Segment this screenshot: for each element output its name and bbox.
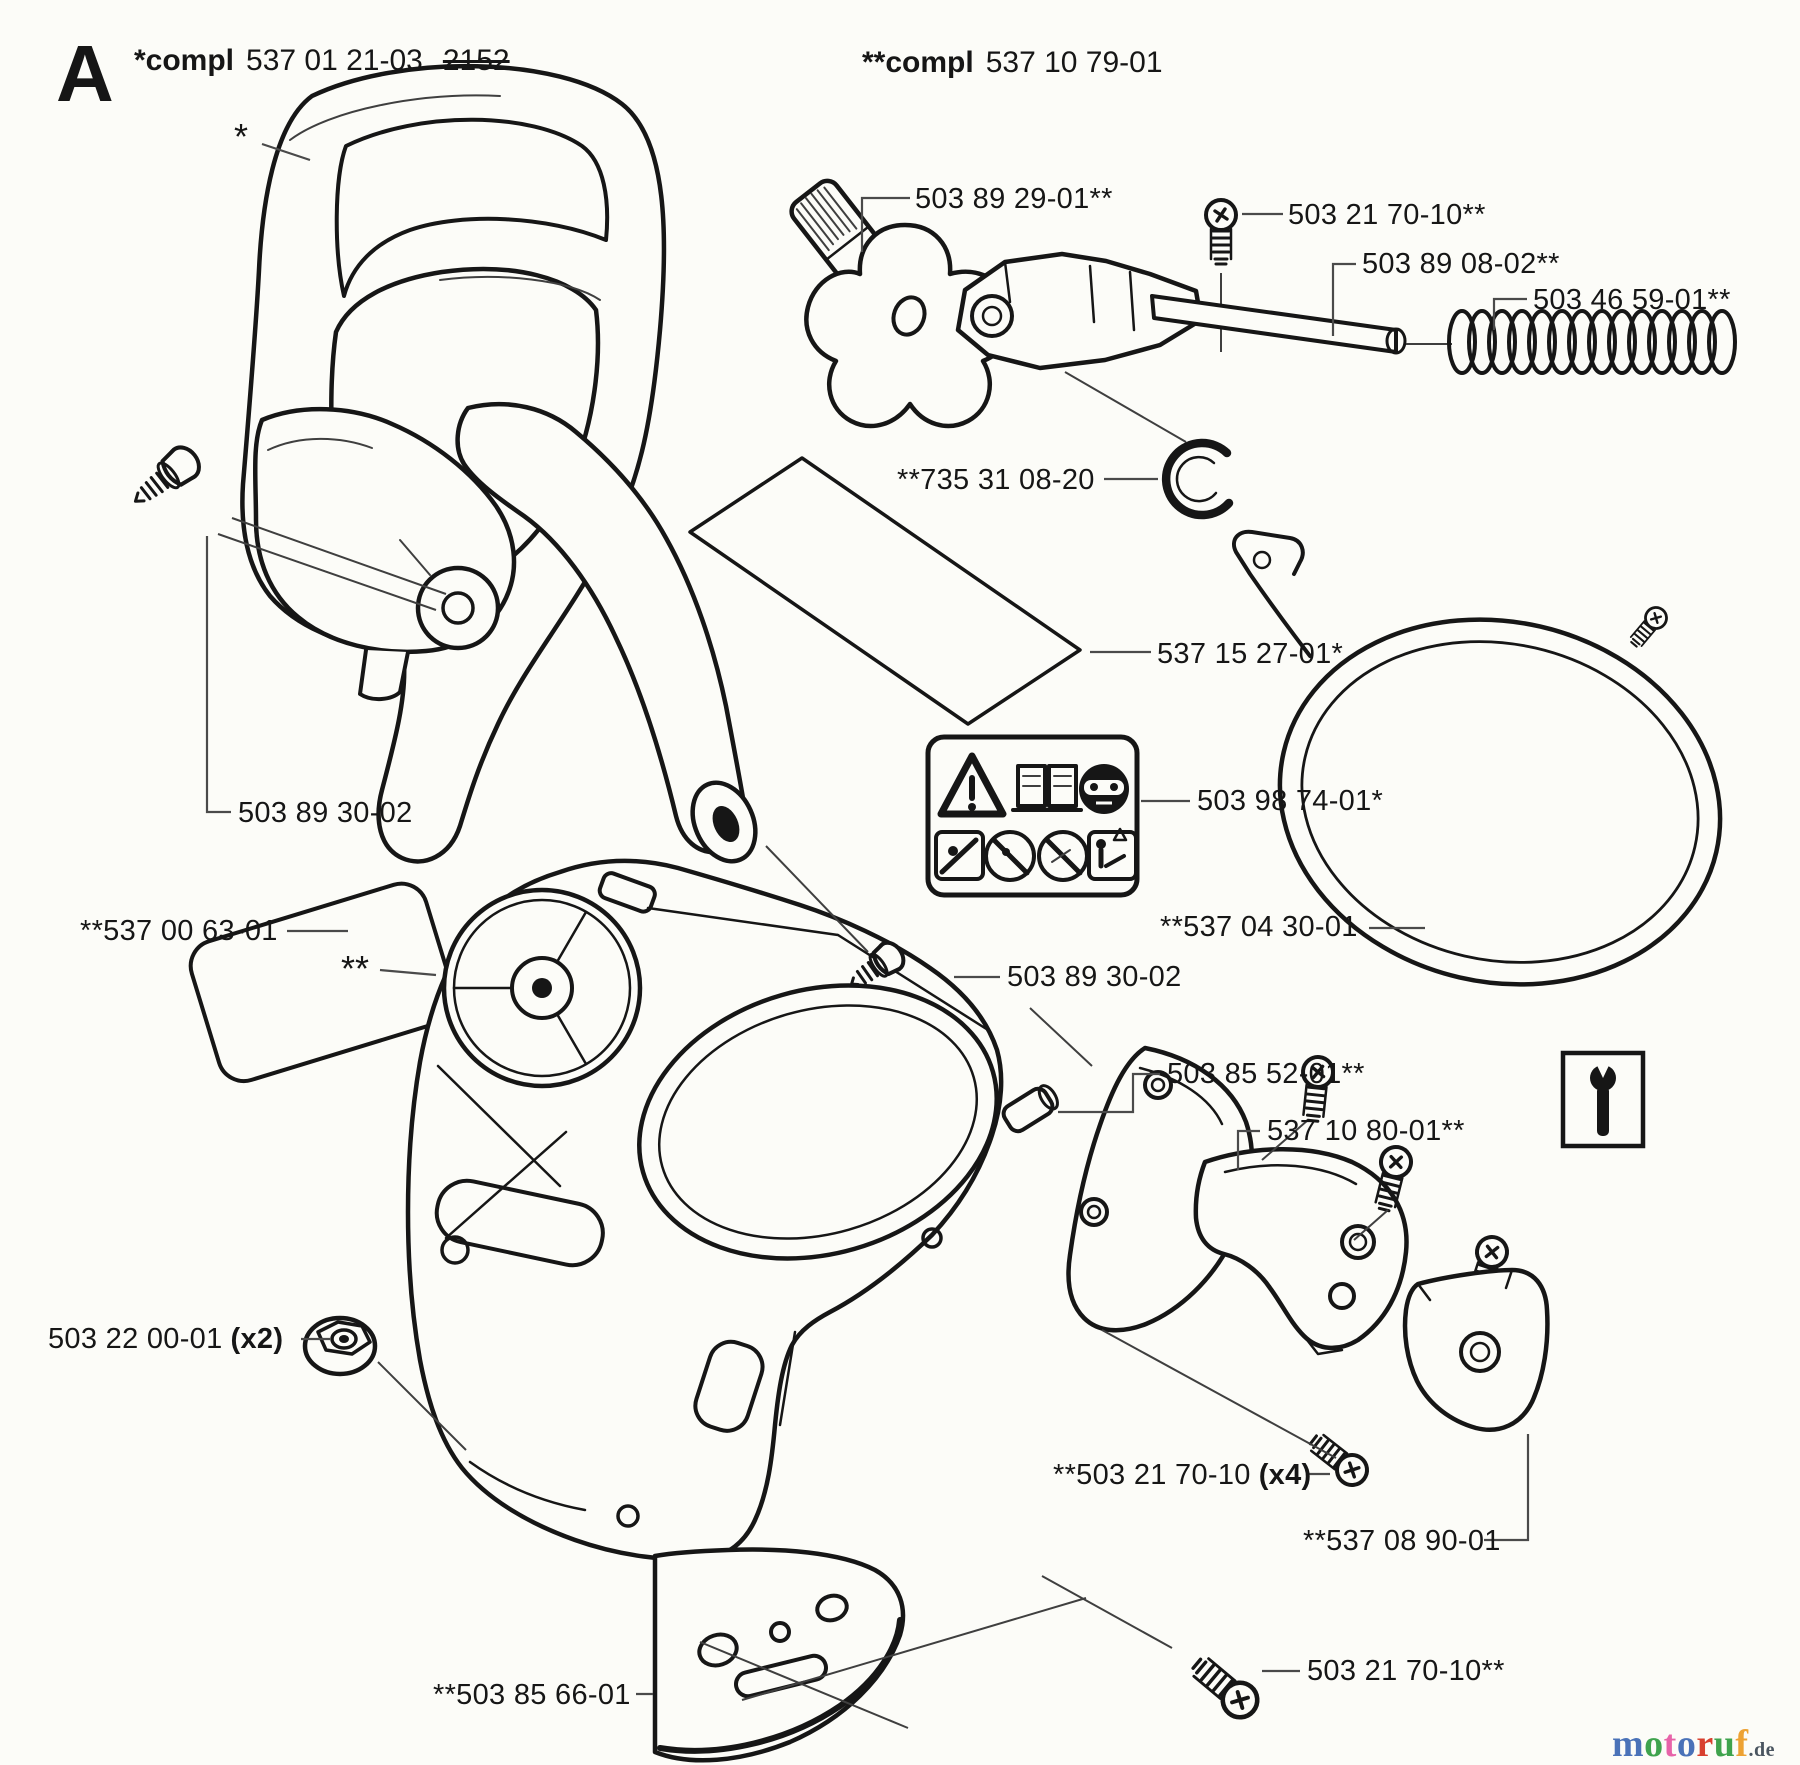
part-label-503-89-30-02-b: 503 89 30-02 (1007, 961, 1182, 993)
motoruf-logo: motoruf.de (1612, 1722, 1775, 1765)
front-handle-guard-drawing (240, 63, 758, 864)
part-label-537-00-63-01: **537 00 63-01 (80, 915, 278, 947)
part-label-503-85-52-01: 503 85 52-01** (1167, 1058, 1365, 1090)
cover-screw-4 (1302, 1426, 1376, 1494)
protective-gear-icon (1079, 764, 1129, 814)
part-label-735-31-08-20: **735 31 08-20 (897, 464, 1095, 496)
clutch-cover-drawing (405, 858, 1004, 1562)
no-tip-contact-icon (1037, 830, 1089, 882)
single-star-marker: * (234, 116, 249, 157)
superseded-number: 2152 (442, 44, 510, 77)
flange-nut-drawing (302, 1315, 378, 1377)
kickback-warning-icon (934, 830, 985, 881)
double-star-marker: ** (341, 948, 370, 989)
buffer-pin-drawing (1001, 1084, 1059, 1134)
warning-label-drawing (925, 734, 1140, 898)
part-label-503-89-29-01: 503 89 29-01** (915, 183, 1113, 215)
chain-tensioner-drawing (789, 178, 1737, 520)
two-hand-grip-icon (1087, 827, 1138, 881)
tensioner-screw (1204, 198, 1238, 266)
part-label-503-21-70-10-c: 503 21 70-10** (1307, 1655, 1505, 1687)
guide-plate-drawing (652, 1547, 906, 1763)
information-decal-drawing (188, 881, 457, 1084)
plate-screw (1186, 1651, 1265, 1725)
retainer-clip (1161, 438, 1234, 520)
part-label-503-89-30-02-a: 503 89 30-02 (238, 797, 413, 829)
part-label-537-04-30-01: **537 04 30-01 (1160, 911, 1358, 943)
part-label-503-21-70-10-b: **503 21 70-10(x4) (1053, 1459, 1312, 1491)
part-label-537-08-90-01: **537 08 90-01 (1303, 1525, 1501, 1557)
leader-lines (205, 142, 1530, 1696)
part-label-503-22-00-01: 503 22 00-01(x2) (48, 1323, 284, 1355)
section-letter: A (56, 29, 114, 118)
part-label-503-21-70-10-a: 503 21 70-10** (1288, 199, 1486, 231)
motoruf-logo-suffix: .de (1748, 1739, 1775, 1761)
brake-cover-outer-drawing (1193, 1147, 1409, 1356)
film-decal-drawing (688, 456, 1082, 726)
brake-band-drawing (1232, 529, 1723, 987)
motoruf-logo-word: motoruf (1612, 1723, 1749, 1765)
handle-bolt-drawing (850, 940, 906, 986)
handle-screw-drawing (133, 445, 201, 503)
brake-band-screw (1624, 601, 1673, 653)
brake-cover-inner-drawing (1066, 1045, 1255, 1333)
part-label-537-10-80-01: 537 10 80-01** (1267, 1115, 1465, 1147)
part-label-503-85-66-01: **503 85 66-01 (433, 1679, 631, 1711)
tensioner-rod (1150, 294, 1398, 354)
manual-book-icon (1011, 764, 1083, 812)
chain-catcher-bracket-drawing (1402, 1267, 1550, 1432)
tool-required-icon (1560, 1050, 1646, 1149)
part-label-503-89-08-02: 503 89 08-02** (1362, 248, 1560, 280)
tensioner-spring (1447, 309, 1737, 375)
warning-triangle-icon (937, 752, 1007, 818)
part-label-503-46-59-01: 503 46 59-01** (1533, 284, 1731, 316)
no-one-hand-icon (984, 830, 1036, 882)
part-label-503-98-74-01: 503 98 74-01* (1197, 785, 1384, 817)
part-label-537-15-27-01: 537 15 27-01* (1157, 638, 1344, 670)
